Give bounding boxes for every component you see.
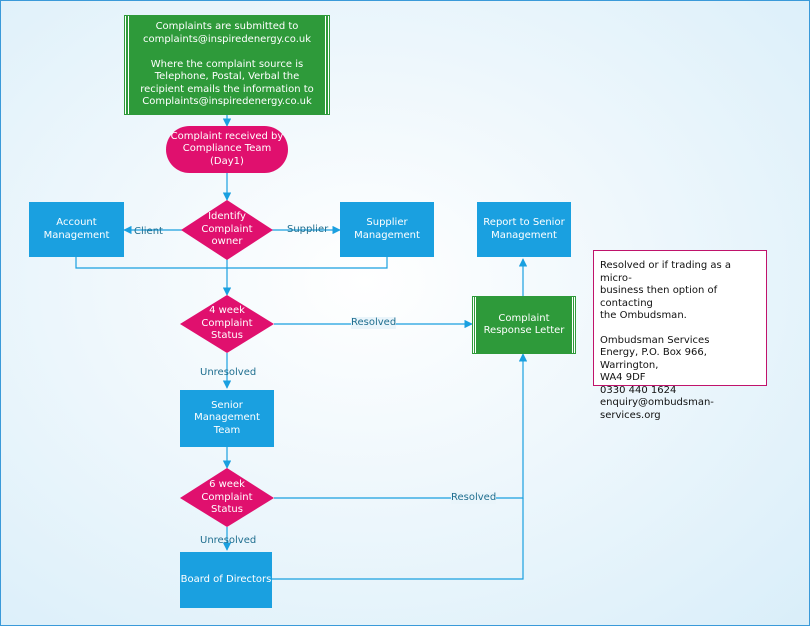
note-paragraph-resolution: Resolved or if trading as a micro- busin…	[600, 260, 760, 323]
four-week-line: Status	[211, 330, 243, 342]
received-line: Complaint received by	[170, 130, 284, 142]
supplier-line: Management	[354, 229, 420, 241]
edge-label-unresolved-4week: Unresolved	[200, 367, 257, 378]
intro-line: Telephone, Postal, Verbal the	[154, 71, 300, 83]
identify-line: owner	[211, 236, 243, 248]
intro-line: complaints@inspiredenergy.co.uk	[142, 33, 312, 45]
note-line: 0330 440 1624	[600, 384, 677, 396]
intro-spacer	[140, 46, 314, 59]
edge-label-unresolved-6week: Unresolved	[200, 535, 257, 546]
diamond-identify-owner	[181, 200, 273, 260]
note-paragraph-contact: Ombudsman Services Energy, P.O. Box 966,…	[600, 335, 760, 423]
complaint-received-node: Complaint received by Compliance Team (D…	[166, 126, 288, 173]
four-week-status-label: 4 week Complaint Status	[187, 303, 267, 345]
ombudsman-note: Resolved or if trading as a micro- busin…	[593, 250, 767, 421]
response-line: Complaint	[498, 312, 550, 324]
complaint-response-letter-node: Complaint Response Letter	[472, 296, 576, 354]
edge-6week-to-response	[274, 353, 528, 499]
note-line: Ombudsman Services	[600, 334, 710, 346]
supplier-management-node: Supplier Management	[340, 202, 434, 257]
account-line: Management	[43, 229, 110, 241]
report-line: Management	[491, 229, 557, 241]
senior-line: Management	[194, 412, 260, 424]
edge-label-supplier: Supplier	[287, 224, 329, 235]
report-line: Report to Senior	[483, 217, 565, 228]
senior-line: Senior	[211, 399, 243, 411]
intro-line: Complaints@inspiredenergy.co.uk	[142, 96, 312, 108]
intro-text: Complaints are submitted to complaints@i…	[140, 21, 314, 109]
note-line: Resolved or if trading as a micro-	[600, 260, 732, 284]
supplier-line: Supplier	[366, 217, 408, 228]
report-senior-management-node: Report to Senior Management	[477, 202, 571, 257]
diamond-4-week-status	[180, 295, 274, 353]
account-line: Account	[56, 217, 97, 228]
board-of-directors-node: Board of Directors	[180, 552, 272, 608]
four-week-line: 4 week	[209, 305, 245, 317]
identify-line: Complaint	[201, 223, 253, 235]
intro-submission-box: Complaints are submitted to complaints@i…	[124, 15, 330, 115]
edge-label-resolved-6week: Resolved	[451, 492, 497, 504]
senior-line: Team	[213, 424, 241, 436]
account-management-node: Account Management	[29, 202, 124, 257]
note-line: enquiry@ombudsman-services.org	[600, 397, 714, 421]
note-line: the Ombudsman.	[600, 310, 687, 321]
edge-board-to-response	[272, 498, 524, 580]
diamond-6-week-status	[180, 468, 274, 527]
received-line: Compliance Team (Day1)	[182, 143, 272, 167]
six-week-line: Status	[211, 504, 243, 516]
edge-label-resolved-4week: Resolved	[351, 317, 397, 329]
edge-label-client: Client	[134, 226, 163, 237]
response-line: Response Letter	[483, 325, 565, 336]
six-week-status-label: 6 week Complaint Status	[187, 477, 267, 519]
intro-line: recipient emails the information to	[140, 83, 314, 95]
edge-account-merge	[75, 257, 388, 269]
identify-owner-label: Identify Complaint owner	[187, 209, 267, 251]
note-line: WA4 9DF	[600, 372, 646, 383]
six-week-line: 6 week	[209, 479, 245, 491]
board-label: Board of Directors	[180, 573, 272, 585]
four-week-line: Complaint	[201, 317, 253, 329]
intro-line: Where the complaint source is	[150, 58, 304, 70]
identify-line: Identify	[208, 211, 246, 223]
senior-management-team-node: Senior Management Team	[180, 390, 274, 447]
intro-line: Complaints are submitted to	[155, 21, 299, 33]
note-line: business then option of contacting	[600, 285, 718, 309]
note-line: Energy, P.O. Box 966, Warrington,	[600, 347, 707, 371]
six-week-line: Complaint	[201, 491, 253, 503]
